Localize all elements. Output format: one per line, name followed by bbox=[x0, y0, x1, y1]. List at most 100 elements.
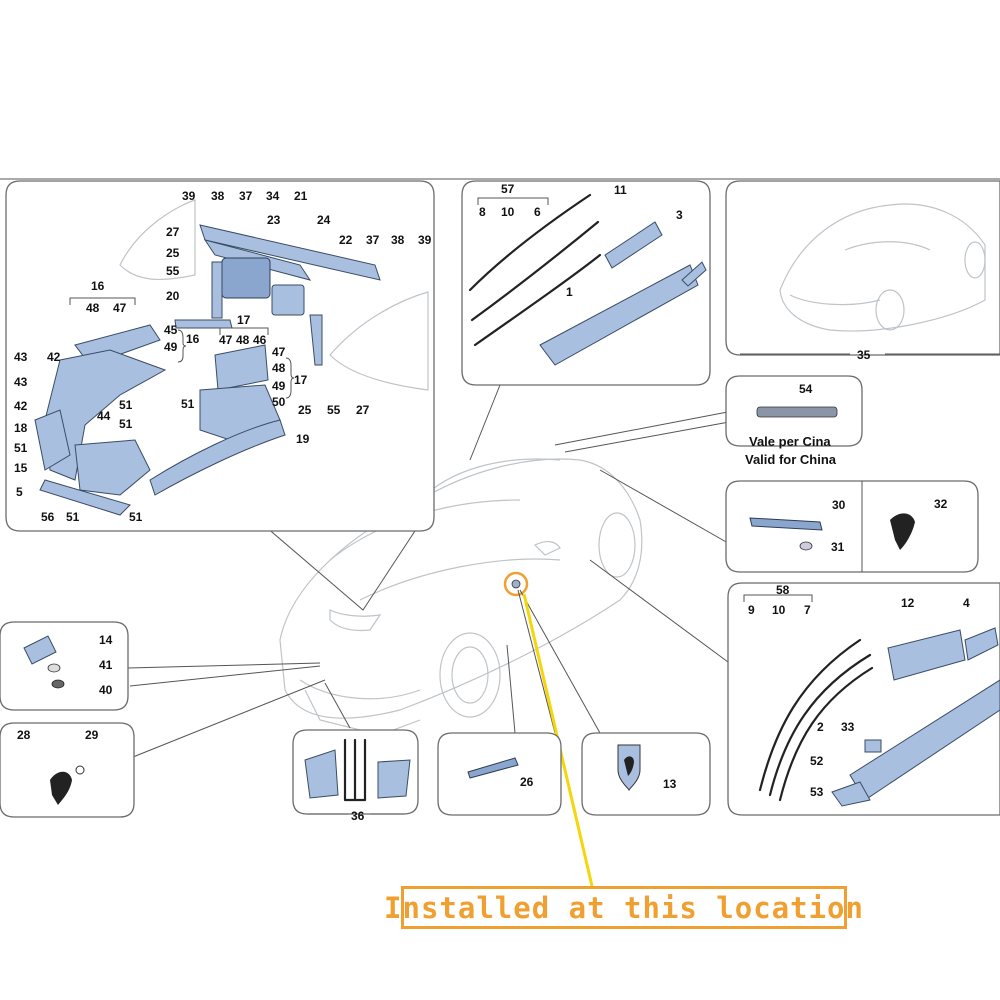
label-5: 5 bbox=[16, 485, 23, 499]
label-22: 22 bbox=[339, 233, 353, 247]
label-39a: 39 bbox=[182, 189, 196, 203]
location-highlight-part bbox=[511, 579, 521, 589]
label-51d: 51 bbox=[14, 441, 28, 455]
label-7: 7 bbox=[804, 603, 811, 617]
label-17a: 17 bbox=[237, 313, 251, 327]
label-26: 26 bbox=[520, 775, 534, 789]
label-48c: 48 bbox=[272, 361, 286, 375]
label-43a: 43 bbox=[14, 350, 28, 364]
label-54: 54 bbox=[799, 382, 813, 396]
label-18: 18 bbox=[14, 421, 28, 435]
label-25a: 25 bbox=[166, 246, 180, 260]
label-52: 52 bbox=[810, 754, 824, 768]
note-italian: Vale per Cina bbox=[749, 434, 831, 449]
label-8: 8 bbox=[479, 205, 486, 219]
label-31: 31 bbox=[831, 540, 845, 554]
label-29: 29 bbox=[85, 728, 99, 742]
panel-shield: 13 bbox=[581, 732, 711, 816]
panel-script-badge: 30 31 32 bbox=[725, 480, 979, 573]
label-3: 3 bbox=[676, 208, 683, 222]
panel-badge-china: 54 Vale per Cina Valid for China bbox=[725, 375, 863, 467]
label-57: 57 bbox=[501, 182, 515, 196]
label-56: 56 bbox=[41, 510, 55, 524]
label-37a: 37 bbox=[239, 189, 253, 203]
label-50: 50 bbox=[272, 395, 286, 409]
label-51f: 51 bbox=[129, 510, 143, 524]
label-35: 35 bbox=[857, 348, 871, 362]
label-14: 14 bbox=[99, 633, 113, 647]
badge-54-shape bbox=[756, 406, 838, 418]
label-16a: 16 bbox=[91, 279, 105, 293]
label-1: 1 bbox=[566, 285, 573, 299]
label-55b: 55 bbox=[327, 403, 341, 417]
location-highlight-circle bbox=[503, 571, 529, 597]
label-20: 20 bbox=[166, 289, 180, 303]
panel-front-badge: 14 41 40 bbox=[0, 621, 129, 711]
label-47b: 47 bbox=[219, 333, 233, 347]
panel-clip: 26 bbox=[437, 732, 562, 816]
label-36: 36 bbox=[351, 809, 365, 823]
label-27a: 27 bbox=[166, 225, 180, 239]
label-41: 41 bbox=[99, 658, 113, 672]
label-40: 40 bbox=[99, 683, 113, 697]
label-38a: 38 bbox=[211, 189, 225, 203]
label-38b: 38 bbox=[391, 233, 405, 247]
label-6: 6 bbox=[534, 205, 541, 219]
horse-28-shape bbox=[50, 771, 72, 805]
note-english: Valid for China bbox=[745, 452, 837, 467]
label-48a: 48 bbox=[86, 301, 100, 315]
label-9: 9 bbox=[748, 603, 755, 617]
label-21: 21 bbox=[294, 189, 308, 203]
label-47a: 47 bbox=[113, 301, 127, 315]
label-51e: 51 bbox=[66, 510, 80, 524]
label-24: 24 bbox=[317, 213, 331, 227]
panel-car-view: 35 bbox=[725, 180, 1000, 362]
label-48b: 48 bbox=[236, 333, 250, 347]
label-32: 32 bbox=[934, 497, 948, 511]
label-10a: 10 bbox=[501, 205, 515, 219]
label-42a: 42 bbox=[47, 350, 61, 364]
label-33: 33 bbox=[841, 720, 855, 734]
label-44: 44 bbox=[97, 409, 111, 423]
label-13: 13 bbox=[663, 777, 677, 791]
label-55a: 55 bbox=[166, 264, 180, 278]
label-4: 4 bbox=[963, 596, 970, 610]
panel-trim-top: 57 8 10 6 11 3 1 bbox=[461, 180, 711, 386]
label-51c: 51 bbox=[119, 417, 133, 431]
label-16b: 16 bbox=[186, 332, 200, 346]
panel-horse: 28 29 bbox=[0, 722, 135, 818]
label-42b: 42 bbox=[14, 399, 28, 413]
label-30: 30 bbox=[832, 498, 846, 512]
label-37b: 37 bbox=[366, 233, 380, 247]
label-51b: 51 bbox=[181, 397, 195, 411]
install-location-callout: Installed at this location bbox=[384, 886, 863, 929]
label-49a: 49 bbox=[164, 340, 178, 354]
label-53: 53 bbox=[810, 785, 824, 799]
label-49b: 49 bbox=[272, 379, 286, 393]
label-27b: 27 bbox=[356, 403, 370, 417]
label-43b: 43 bbox=[14, 375, 28, 389]
label-34: 34 bbox=[266, 189, 280, 203]
label-46: 46 bbox=[253, 333, 267, 347]
panel-interior: 39 38 37 34 21 27 23 24 22 37 38 39 25 5… bbox=[5, 180, 435, 532]
label-25b: 25 bbox=[298, 403, 312, 417]
label-19: 19 bbox=[296, 432, 310, 446]
leader-lines bbox=[127, 384, 741, 758]
label-39b: 39 bbox=[418, 233, 432, 247]
panel-mats: 36 bbox=[292, 729, 419, 823]
label-12: 12 bbox=[901, 596, 915, 610]
panel-trim-bottom: 58 9 10 7 12 4 2 33 52 53 bbox=[727, 582, 1000, 816]
label-45: 45 bbox=[164, 323, 178, 337]
label-58: 58 bbox=[776, 583, 790, 597]
label-2: 2 bbox=[817, 720, 824, 734]
label-15: 15 bbox=[14, 461, 28, 475]
label-51a: 51 bbox=[119, 398, 133, 412]
label-28: 28 bbox=[17, 728, 31, 742]
label-11: 11 bbox=[614, 183, 627, 197]
label-17b: 17 bbox=[294, 373, 308, 387]
label-47c: 47 bbox=[272, 345, 286, 359]
label-10b: 10 bbox=[772, 603, 786, 617]
horse-32-shape bbox=[890, 513, 915, 550]
label-23: 23 bbox=[267, 213, 281, 227]
